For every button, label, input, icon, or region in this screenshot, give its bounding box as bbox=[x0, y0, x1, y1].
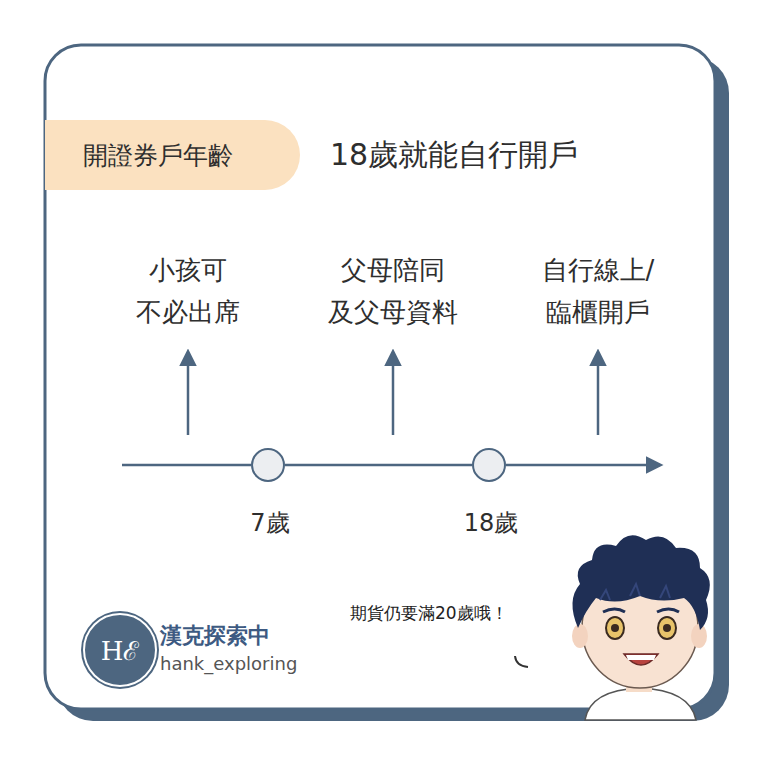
logo-badge: Hℰ bbox=[83, 613, 157, 687]
cartoon-boy bbox=[572, 535, 710, 720]
brand-handle: hank_exploring bbox=[160, 653, 297, 676]
speech-note: 期貨仍要滿20歲哦！ bbox=[350, 603, 508, 624]
card bbox=[45, 45, 715, 709]
brand-name: 漢克探索中 bbox=[160, 622, 270, 650]
timeline-point: 18歲 bbox=[472, 448, 506, 482]
timeline-point: 7歲 bbox=[251, 448, 285, 482]
timeline-arrows bbox=[122, 352, 660, 465]
speech-mark bbox=[515, 656, 528, 667]
heading: 18歲就能自行開戶 bbox=[330, 136, 578, 174]
timeline-segment bbox=[285, 464, 472, 467]
title-pill: 開證券戶年齡 bbox=[45, 120, 300, 190]
stage-note: 小孩可 不必出席 bbox=[136, 250, 240, 333]
stage-note: 自行線上/ 臨櫃開戶 bbox=[542, 250, 655, 333]
node-text: Hℰ bbox=[101, 632, 140, 668]
node-text: 18歲 bbox=[464, 507, 519, 539]
node-text: 7歲 bbox=[250, 507, 289, 539]
stage-note: 父母陪同 及父母資料 bbox=[328, 250, 458, 333]
node-text: 開證券戶年齡 bbox=[83, 139, 233, 172]
